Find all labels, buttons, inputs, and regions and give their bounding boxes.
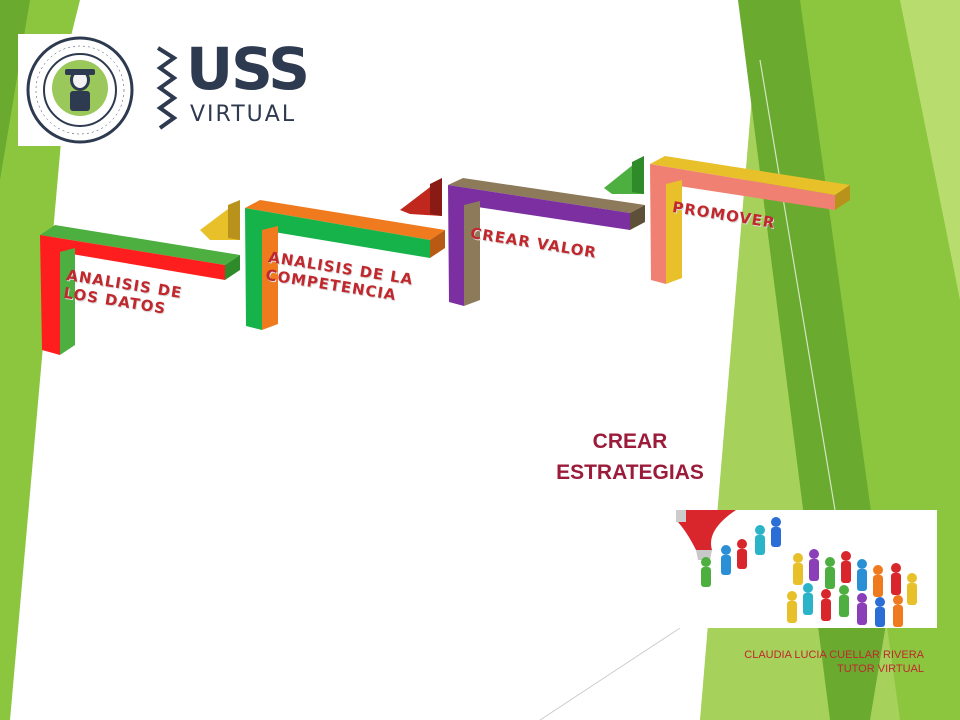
step-3-face [448,185,630,306]
step-2-side [430,230,445,258]
uss-zigzag-mark-icon [156,46,178,130]
step-1-face [40,235,225,355]
thin-diagonal-line-2 [539,627,681,720]
right-green-highlight [900,0,960,300]
main-title-line-1: CREAR [592,430,668,453]
step-1-side [225,255,240,280]
people-crowd [701,517,917,627]
university-logo: USS VIRTUAL [18,34,310,146]
step-4-face [650,164,835,284]
step-2-leg-side [262,226,278,330]
step-4-block [650,156,850,284]
main-title-line-2: ESTRATEGIAS [556,461,704,484]
magnet-attracting-people-icon [676,510,917,627]
step-4-side [835,185,850,210]
step-3-leg-side [464,201,480,306]
connector-2-shade [430,178,442,216]
left-green-wedge [0,0,80,720]
brand-sub-text: VIRTUAL [190,102,297,127]
step-2-block [245,200,445,330]
step-3-side [630,205,645,230]
university-seal-icon [26,36,134,144]
step-1-top [40,225,240,265]
step-3-block [448,178,645,306]
step-3-top [448,178,645,213]
step-1-leg-side [60,248,75,355]
brand-text: USS [186,35,310,103]
step-1-block [40,225,240,355]
connector-3-shade [632,156,644,194]
main-title: CREAR ESTRATEGIAS [548,426,712,488]
connector-1-shade [228,200,240,240]
step-4-leg-side [666,180,682,284]
magnet-people-illustration [676,510,937,628]
author-name: CLAUDIA LUCIA CUELLAR RIVERA [744,649,924,661]
author-credit: CLAUDIA LUCIA CUELLAR RIVERA TUTOR VIRTU… [744,648,924,676]
step-2-face [245,208,430,330]
step-2-top [245,200,445,240]
step-4-top [650,156,850,195]
author-role: TUTOR VIRTUAL [837,663,924,675]
